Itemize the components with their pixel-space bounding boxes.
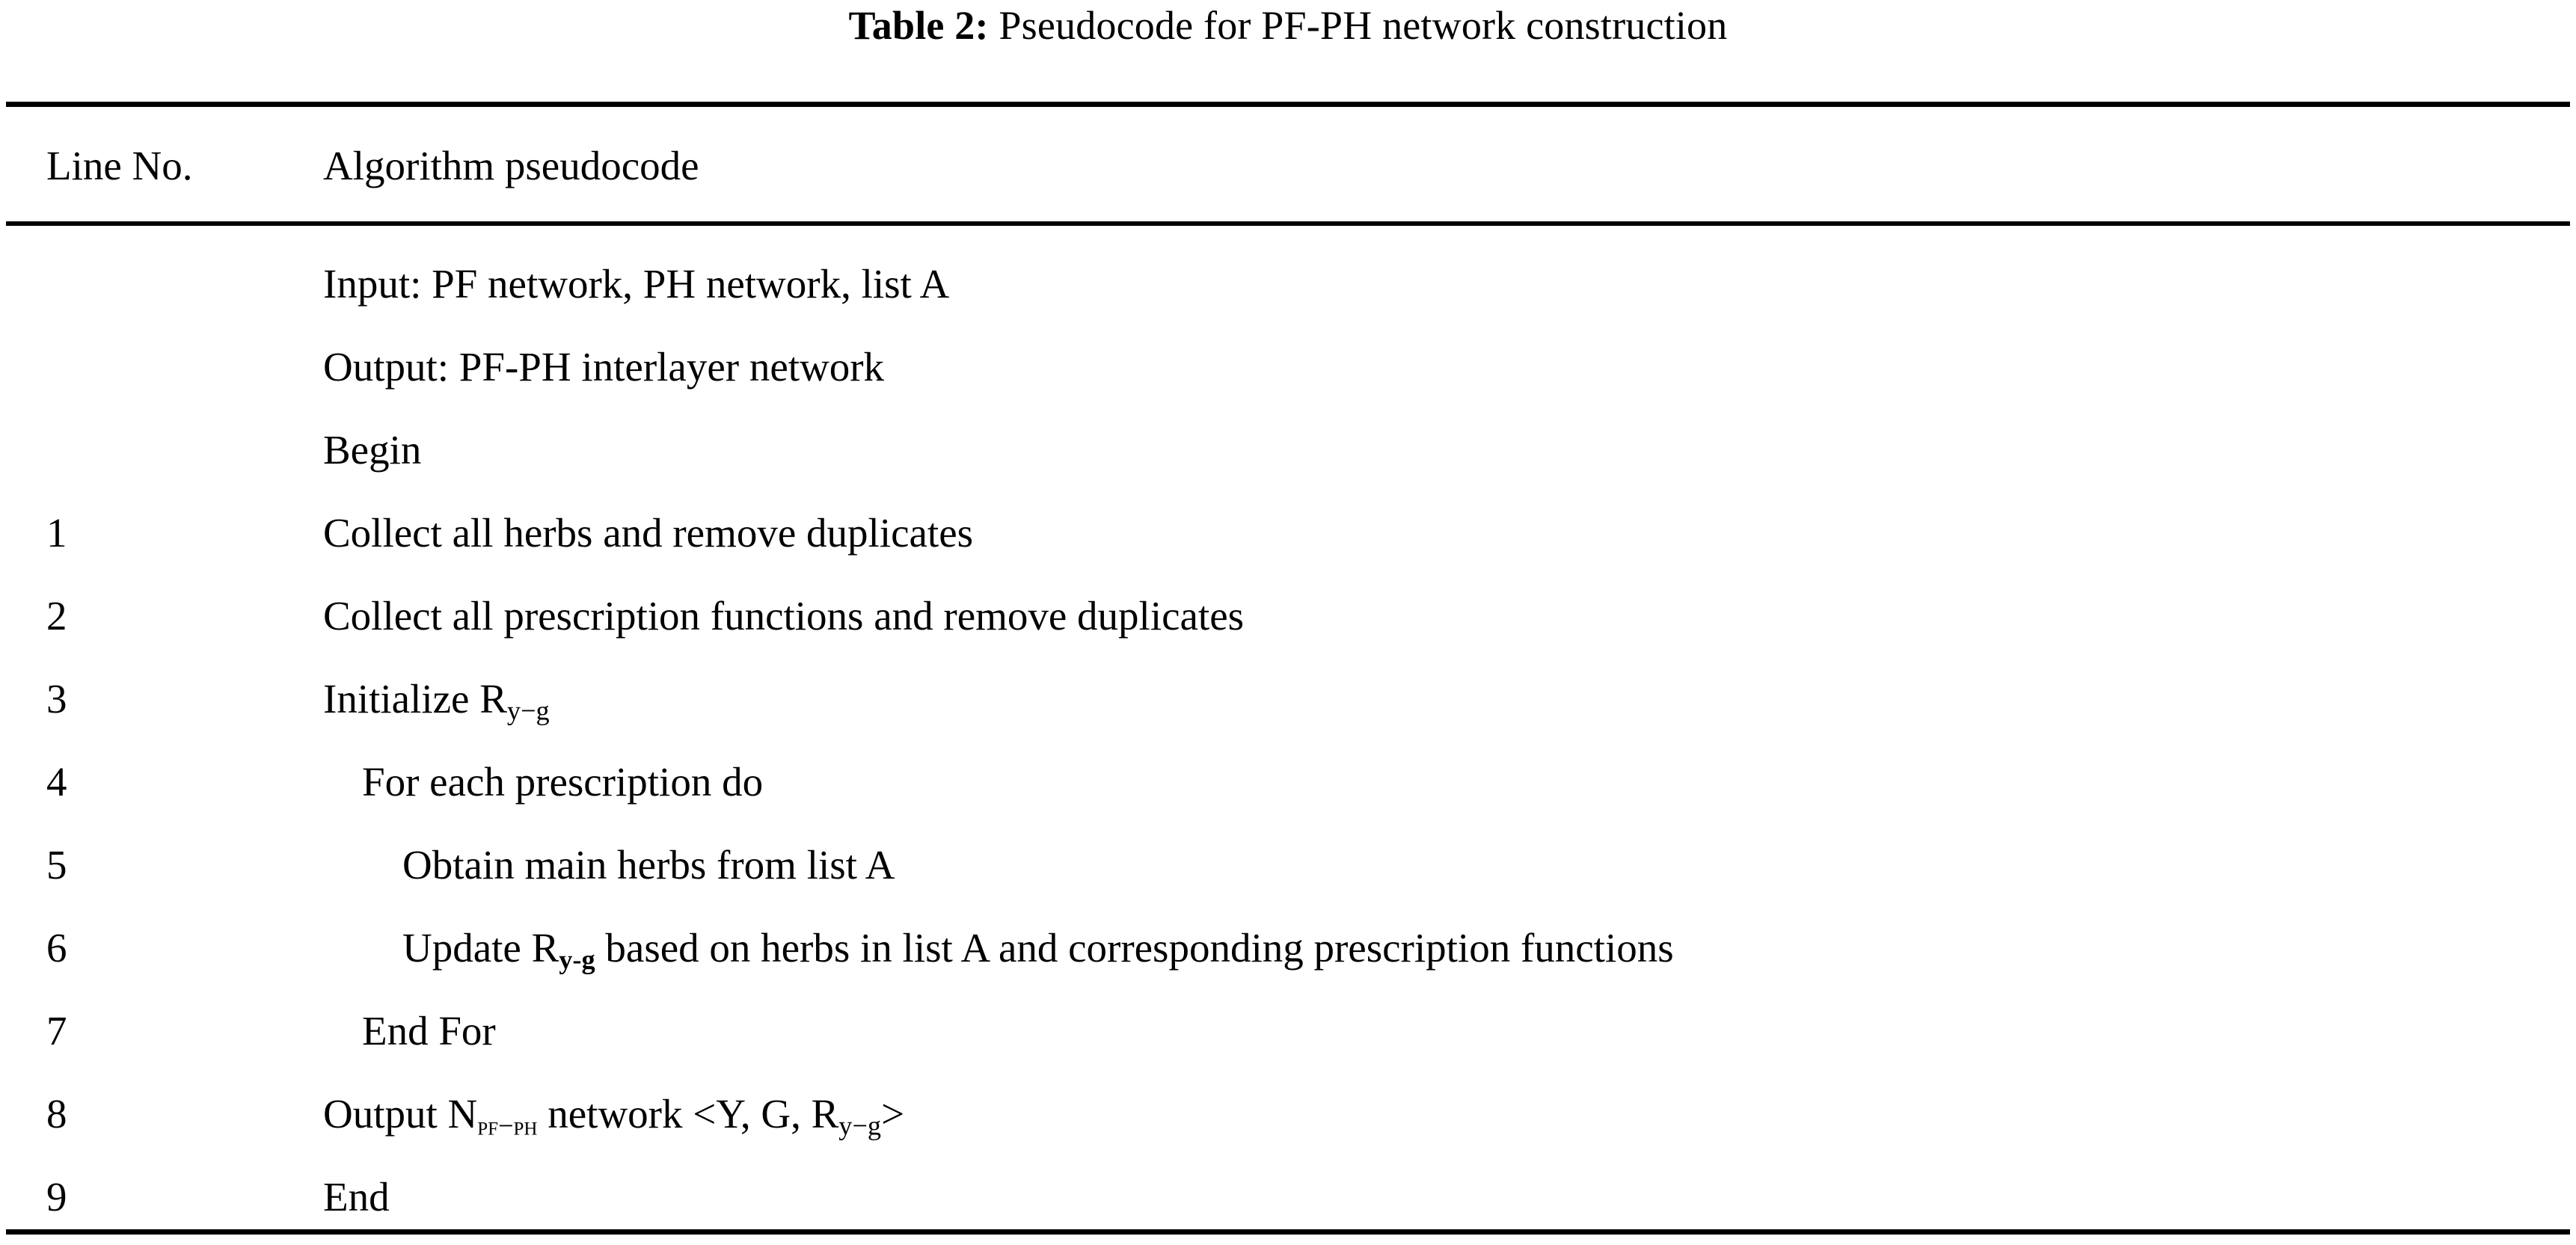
row-pseudocode: For each prescription do <box>362 759 764 805</box>
row-pseudocode: Obtain main herbs from list A <box>402 842 895 888</box>
row-pseudocode: Output NPF−PH network <Y, G, Ry−g> <box>323 1077 904 1152</box>
row-pseudocode-text-mid: network <Y, G, R <box>537 1091 839 1137</box>
table-row: Output: PF-PH interlayer network <box>0 330 2576 413</box>
row-pseudocode-text-tail: > <box>881 1091 905 1137</box>
column-header-algorithm-pseudocode: Algorithm pseudocode <box>323 143 699 188</box>
row-pseudocode: Output: PF-PH interlayer network <box>323 344 885 390</box>
row-pseudocode-text: Update R <box>402 925 559 971</box>
table-row: Input: PF network, PH network, list A <box>0 247 2576 330</box>
row-line-number: 6 <box>46 925 67 971</box>
row-pseudocode-subscript: y-g <box>559 944 595 975</box>
table-row: 1 Collect all herbs and remove duplicate… <box>0 496 2576 579</box>
table-row: 4 For each prescription do <box>0 745 2576 828</box>
table-row: 6 Update Ry-g based on herbs in list A a… <box>0 911 2576 994</box>
row-line-number: 9 <box>46 1174 67 1220</box>
row-line-number: 2 <box>46 593 67 639</box>
row-line-number: 7 <box>46 1008 67 1054</box>
row-pseudocode: End For <box>362 1008 496 1054</box>
row-line-number: 4 <box>46 759 67 805</box>
row-pseudocode: Initialize Ry−g <box>323 662 550 737</box>
column-header-line-no: Line No. <box>46 143 193 188</box>
row-pseudocode-subscript-2: y−g <box>838 1110 882 1141</box>
table-row: 5 Obtain main herbs from list A <box>0 828 2576 911</box>
table-row: 2 Collect all prescription functions and… <box>0 579 2576 662</box>
row-pseudocode-subscript: y−g <box>506 695 550 726</box>
row-line-number: 3 <box>46 676 67 722</box>
row-pseudocode: Begin <box>323 427 422 473</box>
table-row: 8 Output NPF−PH network <Y, G, Ry−g> <box>0 1077 2576 1160</box>
table-header-row: Line No. Algorithm pseudocode <box>0 121 2576 211</box>
table-caption-label: Table 2: <box>848 3 989 48</box>
row-pseudocode: Update Ry-g based on herbs in list A and… <box>402 911 1674 986</box>
row-pseudocode: Collect all herbs and remove duplicates <box>323 510 974 556</box>
table-rule-header-separator <box>6 221 2570 226</box>
table-row: 9 End <box>0 1160 2576 1243</box>
row-line-number: 5 <box>46 842 67 888</box>
table-caption-text: Pseudocode for PF-PH network constructio… <box>999 3 1728 48</box>
row-pseudocode-text-tail: based on herbs in list A and correspondi… <box>595 925 1674 971</box>
row-pseudocode: Input: PF network, PH network, list A <box>323 261 950 307</box>
row-pseudocode: End <box>323 1174 390 1220</box>
table-row: 7 End For <box>0 994 2576 1077</box>
table-rule-top <box>6 102 2570 107</box>
row-pseudocode-text: Output N <box>323 1091 478 1137</box>
row-pseudocode-subscript: PF−PH <box>477 1110 538 1141</box>
row-line-number: 1 <box>46 510 67 556</box>
table-caption: Table 2: Pseudocode for PF-PH network co… <box>0 1 2576 49</box>
table-body: Input: PF network, PH network, list A Ou… <box>0 247 2576 1243</box>
table-row: Begin <box>0 413 2576 496</box>
row-line-number: 8 <box>46 1091 67 1137</box>
table-rule-bottom <box>6 1229 2570 1235</box>
row-pseudocode-text: Initialize R <box>323 676 507 722</box>
row-pseudocode: Collect all prescription functions and r… <box>323 593 1245 639</box>
table-row: 3 Initialize Ry−g <box>0 662 2576 745</box>
